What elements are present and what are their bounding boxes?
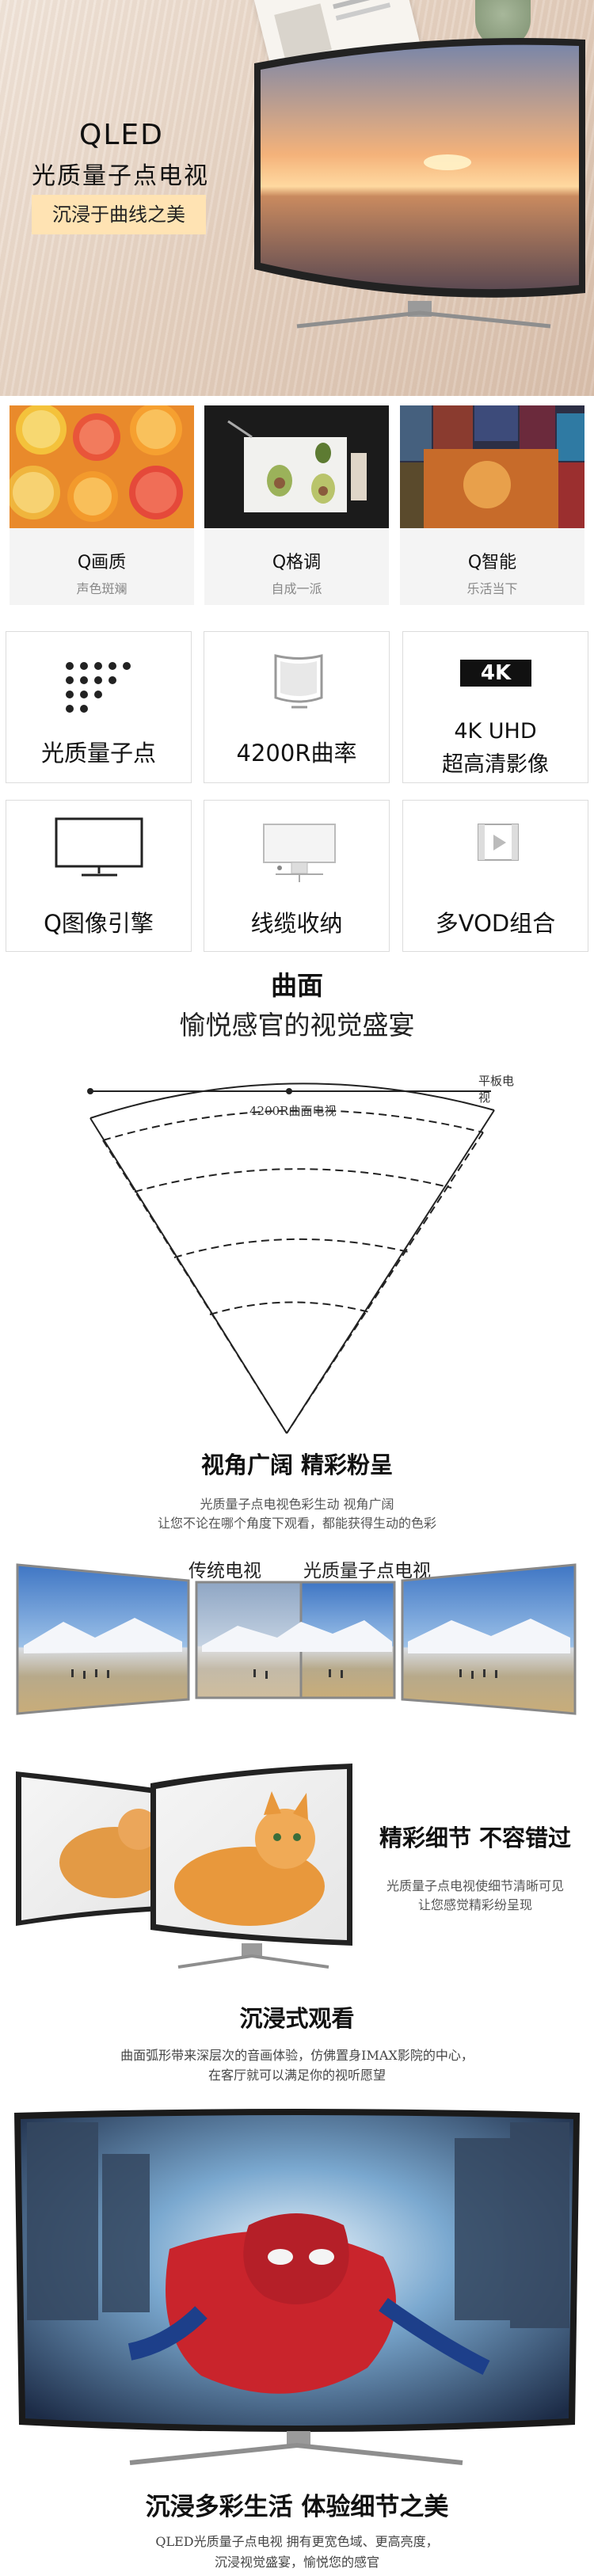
- picture-card-style[interactable]: Q格调 自成一派: [204, 405, 389, 605]
- picture-card-desc: 声色斑斓: [76, 581, 128, 596]
- immersive-section-desc-line2: 在客厅就可以满足你的视听愿望: [208, 2068, 386, 2083]
- movie-collage-image: [400, 405, 584, 528]
- footer-section-desc-line2: 沉浸视觉盛宴，愉悦您的感官: [214, 2555, 379, 2570]
- hero-badge: 沉浸于曲线之美: [32, 195, 206, 234]
- cat-tv-images: [12, 1760, 360, 1973]
- picture-card-title: Q智能: [467, 553, 517, 573]
- flat-tv-label: 平板电视: [478, 1074, 515, 1105]
- spiderman-tv-image: [11, 2106, 583, 2471]
- detail-section-desc-line2: 让您感觉精彩纷呈现: [417, 1897, 532, 1912]
- feature-label-line1: 4K UHD: [454, 719, 537, 744]
- label-qled-tv: 光质量子点电视: [303, 1561, 431, 1581]
- hero-banner: QLED 光质量子点电视 沉浸于曲线之美: [0, 0, 594, 396]
- view-section-title: 视角广阔 精彩粉呈: [200, 1452, 394, 1478]
- hero-tv: [249, 32, 590, 329]
- curve-section-title: 曲面: [271, 970, 323, 1001]
- immersive-section-title: 沉浸式观看: [239, 2005, 355, 2032]
- picture-card-title: Q格调: [272, 553, 322, 573]
- feature-card-cable[interactable]: 线缆收纳: [204, 800, 390, 952]
- feature-card-vod[interactable]: 多VOD组合: [402, 800, 588, 952]
- feature-label: 4200R曲率: [236, 740, 357, 767]
- feature-label: 光质量子点: [40, 740, 156, 767]
- feature-card-quantum-dot[interactable]: 光质量子点: [6, 631, 192, 783]
- picture-card-title: Q画质: [77, 553, 127, 573]
- curved-screen-icon: [274, 654, 323, 709]
- feature-card-4k[interactable]: 4K 4K UHD 超高清影像: [402, 631, 588, 783]
- detail-section-title: 精彩细节 不容错过: [379, 1825, 572, 1851]
- cable-tidy-icon: [263, 824, 336, 882]
- panorama-comparison: [16, 1558, 578, 1717]
- feature-card-image-engine[interactable]: Q图像引擎: [6, 800, 192, 952]
- view-section-desc-line2: 让您不论在哪个角度下观看，都能获得生动的色彩: [157, 1516, 436, 1531]
- immersive-section-desc-line1: 曲面弧形带来深层次的音画体验，仿佛置身IMAX影院的中心，: [120, 2048, 474, 2063]
- monitor-icon: [55, 817, 143, 877]
- picture-card-quality[interactable]: Q画质 声色斑斓: [10, 405, 194, 605]
- film-icon: [478, 824, 519, 861]
- feature-label: Q图像引擎: [44, 910, 154, 937]
- hero-subtitle: 光质量子点电视: [32, 162, 209, 190]
- avocado-image: [204, 405, 389, 528]
- feature-card-curvature[interactable]: 4200R曲率: [204, 631, 390, 783]
- curvature-diagram: 平板电视 4200R曲面电视: [79, 1069, 523, 1441]
- dot-matrix-icon: [66, 662, 131, 713]
- picture-card-desc: 自成一派: [271, 581, 322, 596]
- curved-tv-label: 4200R曲面电视: [249, 1104, 337, 1118]
- citrus-image: [10, 405, 194, 528]
- detail-section-desc-line1: 光质量子点电视使细节清晰可见: [386, 1878, 564, 1893]
- hero-brand: QLED: [79, 119, 164, 151]
- picture-card-desc: 乐活当下: [466, 581, 518, 596]
- feature-label: 多VOD组合: [435, 910, 556, 937]
- label-traditional-tv: 传统电视: [188, 1561, 261, 1581]
- feature-label-line2: 超高清影像: [442, 752, 549, 777]
- feature-label: 线缆收纳: [250, 910, 343, 937]
- picture-card-smart[interactable]: Q智能 乐活当下: [400, 405, 584, 605]
- footer-section-desc-line1: QLED光质量子点电视 拥有更宽色域、更高亮度，: [155, 2534, 439, 2549]
- view-section-desc-line1: 光质量子点电视色彩生动 视角广阔: [200, 1497, 394, 1512]
- footer-section-title: 沉浸多彩生活 体验细节之美: [145, 2493, 449, 2521]
- curve-section-subtitle: 愉悦感官的视觉盛宴: [179, 1010, 415, 1041]
- 4k-badge-icon: 4K: [460, 660, 531, 687]
